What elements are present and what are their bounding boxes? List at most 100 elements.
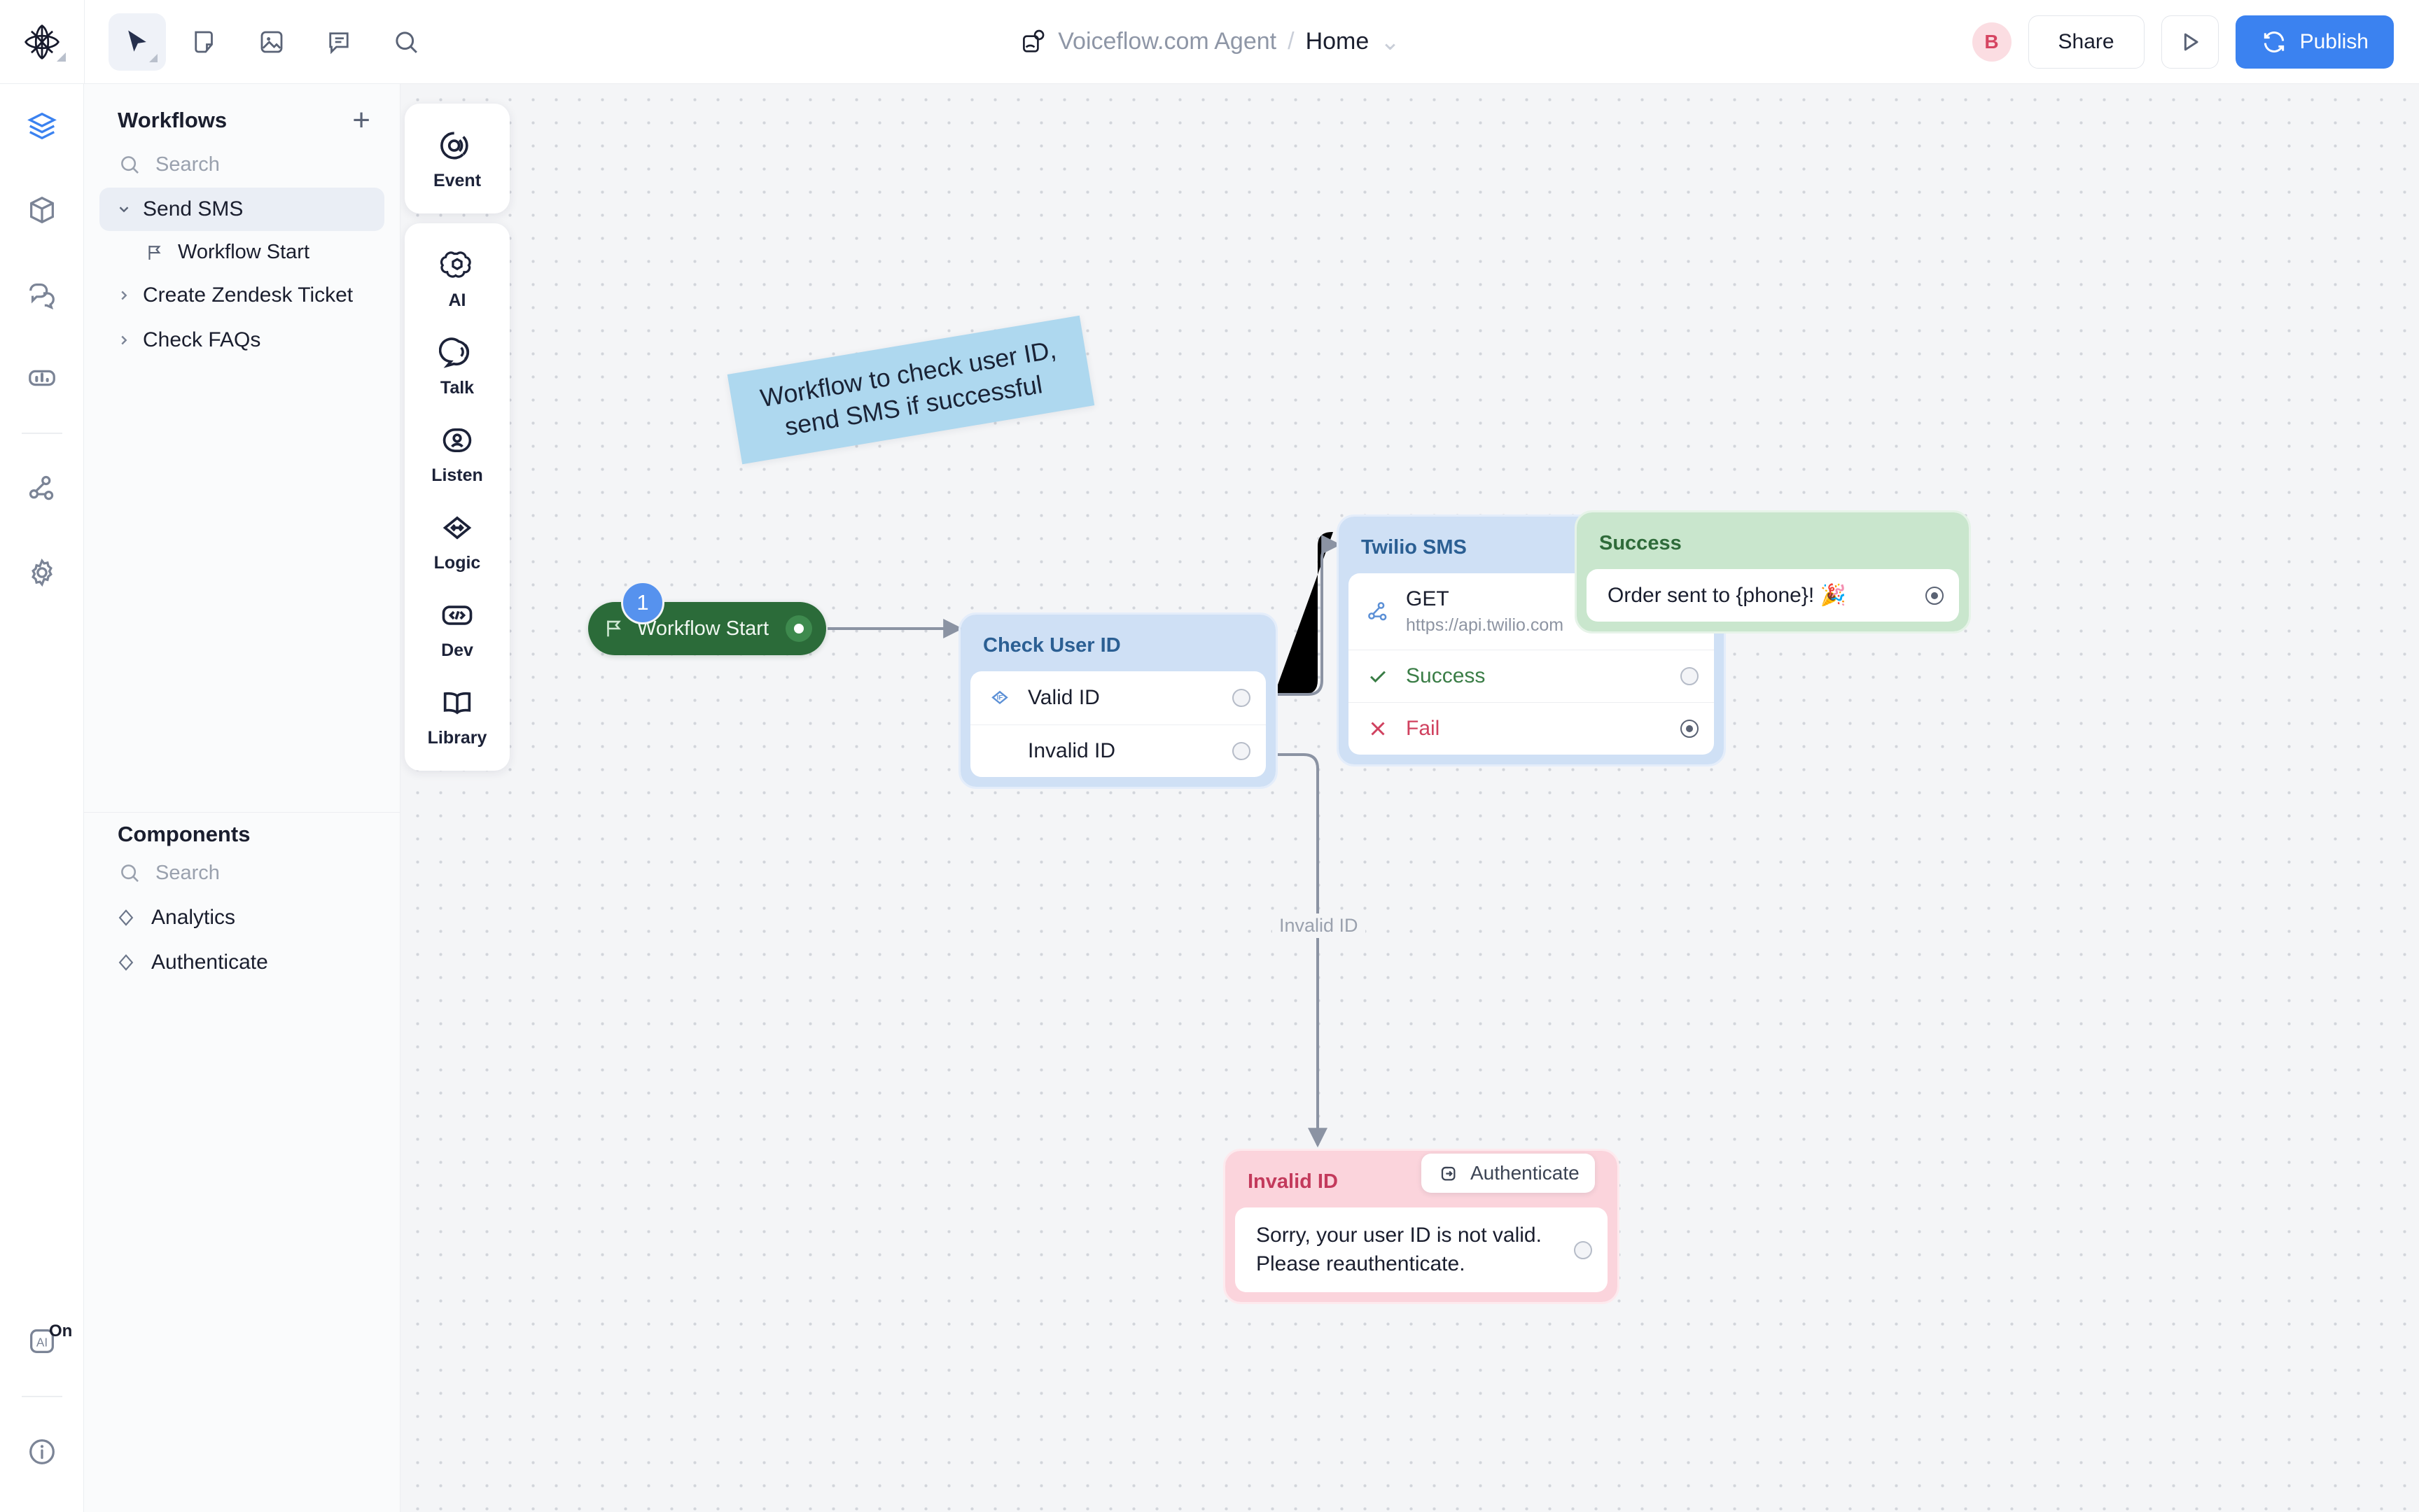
block-body: Order sent to {phone}! 🎉 [1587, 569, 1959, 622]
workflow-start-port[interactable] [786, 615, 812, 642]
components-search[interactable] [84, 851, 400, 895]
rail-item-analytics[interactable] [0, 336, 84, 420]
component-item-label: Analytics [151, 906, 236, 929]
agent-icon [1022, 29, 1044, 52]
palette-item-event[interactable]: Event [405, 115, 510, 202]
palette-item-label: Listen [431, 465, 483, 485]
voiceflow-logo[interactable] [0, 0, 84, 84]
component-item-analytics[interactable]: Analytics [99, 896, 385, 939]
block-row-label: Sorry, your user ID is not valid. Please… [1256, 1224, 1542, 1275]
left-rail: AI On [0, 84, 84, 1512]
rail-item-components[interactable] [0, 168, 84, 252]
node-palette: Event AI Talk [405, 104, 510, 780]
select-tool-corner[interactable] [149, 53, 158, 62]
rail-item-integrations[interactable] [0, 447, 84, 531]
rail-item-info[interactable] [0, 1410, 84, 1494]
block-row-port[interactable] [1680, 720, 1699, 738]
palette-item-talk[interactable]: Talk [405, 322, 510, 410]
sidebar-item-create-zendesk-ticket[interactable]: Create Zendesk Ticket [99, 274, 384, 317]
voiceflow-logo-icon [25, 24, 60, 59]
sidebar-item-check-faqs[interactable]: Check FAQs [99, 318, 384, 362]
block-row-invalid-message[interactable]: Sorry, your user ID is not valid. Please… [1235, 1208, 1608, 1292]
add-workflow-button[interactable]: + [352, 103, 370, 137]
palette-item-label: Library [427, 728, 487, 748]
block-success[interactable]: Success Order sent to {phone}! 🎉 [1575, 510, 1971, 634]
chevron-down-icon[interactable]: ⌄ [1380, 28, 1400, 55]
edge-label-invalid-id: Invalid ID [1272, 913, 1365, 938]
rail-item-settings[interactable] [0, 531, 84, 615]
block-row-port[interactable] [1680, 667, 1699, 685]
breadcrumb: Voiceflow.com Agent / Home ⌄ [1019, 28, 1400, 56]
top-bar: Voiceflow.com Agent / Home ⌄ B Share Pub… [0, 0, 2419, 84]
block-row-port[interactable] [1232, 689, 1250, 707]
block-body: IF Valid ID Invalid ID [970, 671, 1266, 777]
avatar[interactable]: B [1972, 22, 2012, 62]
sidebar-divider [84, 812, 400, 813]
components-title: Components [118, 822, 251, 846]
block-row-invalid-id[interactable]: Invalid ID [970, 724, 1266, 777]
block-body: Sorry, your user ID is not valid. Please… [1235, 1208, 1608, 1292]
comment-tool[interactable] [310, 13, 368, 71]
sidebar-item-workflow-start[interactable]: Workflow Start [99, 232, 384, 272]
refresh-icon [2264, 31, 2284, 52]
diamond-icon [118, 954, 134, 971]
chevron-right-icon[interactable] [115, 288, 133, 303]
rail-item-workflows[interactable] [0, 84, 84, 168]
share-button[interactable]: Share [2028, 15, 2145, 69]
sidebar-item-send-sms[interactable]: Send SMS [99, 188, 384, 231]
palette-item-listen[interactable]: Listen [405, 410, 510, 497]
workflows-header: Workflows + [84, 84, 400, 143]
talk-icon [439, 337, 470, 368]
component-login-icon [1441, 1166, 1456, 1181]
components-search-input[interactable] [155, 861, 365, 885]
block-row-get-request[interactable]: GET https://api.twilio.com [1348, 573, 1714, 650]
block-title: Success [1599, 532, 1682, 554]
workflow-canvas[interactable]: Event AI Talk [400, 84, 2419, 1512]
block-check-user-id[interactable]: Check User ID IF Valid ID Invalid ID [958, 612, 1278, 789]
sidebar-item-label: Create Zendesk Ticket [143, 284, 354, 307]
block-row-success[interactable]: Success [1348, 650, 1714, 702]
ai-status-badge: On [49, 1322, 73, 1340]
note-icon [195, 31, 213, 52]
block-row-label: Fail [1406, 717, 1440, 740]
block-row-port[interactable] [1232, 742, 1250, 760]
chevron-down-icon[interactable] [115, 202, 133, 217]
rail-item-ai-assist[interactable]: AI On [0, 1299, 84, 1383]
block-row-port[interactable] [1574, 1240, 1592, 1259]
workflows-sidebar: Workflows + Send SMS Workflow Start [84, 84, 400, 1512]
palette-item-dev[interactable]: Dev [405, 584, 510, 672]
palette-item-label: AI [448, 290, 466, 310]
palette-item-logic[interactable]: Logic [405, 497, 510, 584]
search-icon [396, 31, 417, 53]
sidebar-item-label: Send SMS [143, 197, 244, 220]
block-invalid-id[interactable]: Invalid ID Sorry, your user ID is not va… [1223, 1149, 1619, 1304]
block-row-label: Success [1406, 664, 1486, 687]
breadcrumb-project[interactable]: Voiceflow.com Agent [1058, 28, 1277, 55]
workflows-search[interactable] [84, 143, 400, 186]
chevron-right-icon[interactable] [115, 332, 133, 348]
close-x-icon [1364, 717, 1392, 741]
block-row-fail[interactable]: Fail [1348, 702, 1714, 755]
palette-item-library[interactable]: Library [405, 672, 510, 760]
block-row-success-message[interactable]: Order sent to {phone}! 🎉 [1587, 569, 1959, 622]
workflows-search-input[interactable] [155, 153, 365, 176]
rail-item-conversations[interactable] [0, 252, 84, 336]
play-icon [2184, 33, 2198, 50]
note-tool[interactable] [176, 13, 233, 71]
component-item-authenticate[interactable]: Authenticate [99, 941, 385, 984]
run-button[interactable] [2161, 15, 2219, 69]
image-tool[interactable] [243, 13, 300, 71]
info-circle-icon [29, 1439, 55, 1464]
authenticate-chip[interactable]: Authenticate [1421, 1154, 1595, 1193]
palette-item-ai[interactable]: AI [405, 234, 510, 322]
publish-button[interactable]: Publish [2235, 15, 2394, 69]
breadcrumb-current[interactable]: Home [1305, 28, 1369, 55]
select-tool[interactable] [109, 13, 166, 71]
rail-divider [21, 433, 62, 434]
start-step-badge[interactable]: 1 [621, 581, 664, 624]
block-row-valid-id[interactable]: IF Valid ID [970, 671, 1266, 724]
logo-dropdown-corner[interactable] [57, 52, 66, 62]
search-tool[interactable] [377, 13, 435, 71]
block-row-port[interactable] [1925, 586, 1944, 605]
palette-item-label: Dev [441, 640, 473, 660]
